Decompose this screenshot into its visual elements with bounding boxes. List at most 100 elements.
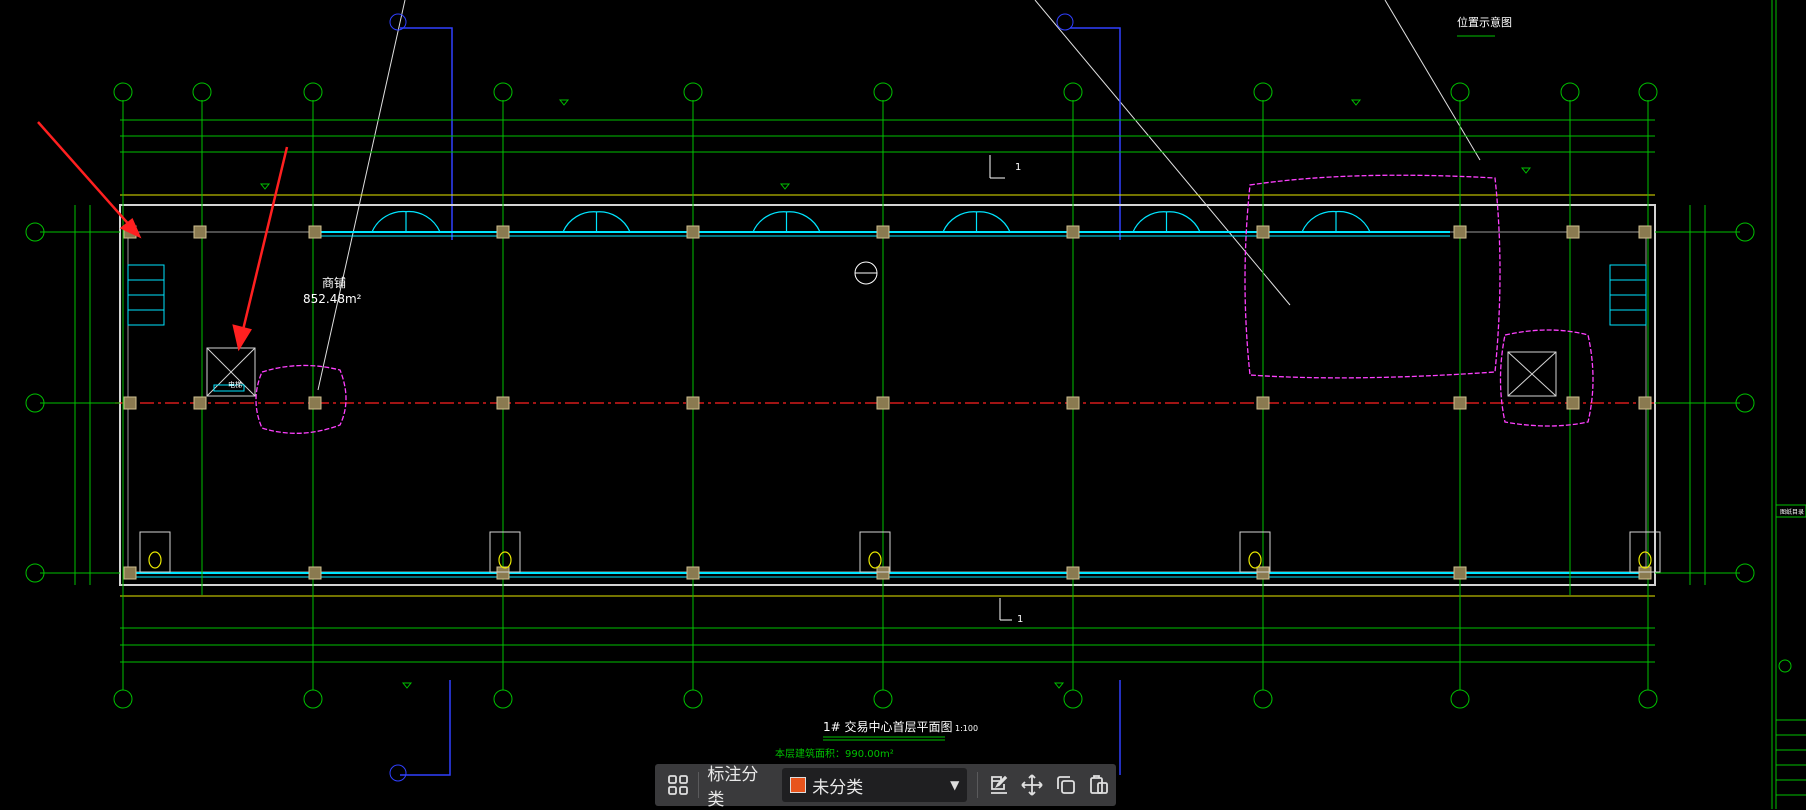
column	[876, 566, 890, 580]
axis-bubble	[113, 689, 133, 709]
axis-bubble	[493, 689, 513, 709]
axis-bubble	[873, 82, 893, 102]
section-symbol	[389, 13, 1074, 782]
door-arc	[942, 211, 977, 233]
column	[193, 396, 207, 410]
door-arc	[596, 211, 631, 233]
column	[1066, 225, 1080, 239]
axis-bubble	[1735, 563, 1755, 583]
column	[686, 396, 700, 410]
paste-icon[interactable]	[1083, 768, 1116, 802]
section-mark: 1 1	[854, 155, 1023, 625]
column	[876, 396, 890, 410]
column	[1256, 396, 1270, 410]
axis-bubbles	[25, 82, 1755, 709]
axis-bubble	[493, 82, 513, 102]
axis-bubble	[1735, 393, 1755, 413]
axis-bubble	[1560, 82, 1580, 102]
column	[1638, 225, 1652, 239]
toilet-stall	[1629, 531, 1661, 573]
door-arc	[976, 211, 1011, 233]
axis-bubble	[1450, 689, 1470, 709]
dimension-lines	[74, 119, 1706, 663]
toilet-bowl	[498, 551, 512, 569]
toilet-stall	[859, 531, 891, 573]
revision-clouds	[255, 174, 1594, 434]
toilet-fixtures	[139, 531, 1661, 573]
door-arc	[1301, 210, 1337, 233]
toilet-stall	[139, 531, 171, 573]
toilet-stall	[1239, 531, 1271, 573]
door-arc	[752, 211, 787, 233]
svg-text:1: 1	[1015, 162, 1021, 173]
level-symbol	[779, 183, 791, 190]
axis-bubble	[25, 393, 45, 413]
copy-icon[interactable]	[1049, 768, 1082, 802]
door-arc	[1166, 211, 1201, 233]
axis-bubble	[113, 82, 133, 102]
column	[1066, 396, 1080, 410]
side-panel-label: 图纸目录	[1780, 508, 1804, 516]
plan-title: 1# 交易中心首层平面图	[823, 719, 953, 734]
title-block-panel: 图纸目录	[1771, 0, 1806, 809]
axis-bubble	[303, 82, 323, 102]
toolbar-divider	[698, 772, 700, 798]
column	[193, 225, 207, 239]
space-name: 商铺	[322, 275, 346, 290]
level-symbol	[401, 682, 413, 689]
door-arc	[562, 211, 597, 233]
column	[1638, 396, 1652, 410]
level-symbol	[259, 183, 271, 190]
category-select-value: 未分类	[812, 777, 864, 797]
level-symbol	[1053, 682, 1065, 689]
toilet-bowl	[1248, 551, 1262, 569]
elevator-left	[206, 347, 256, 397]
structural-columns	[123, 225, 1652, 580]
column	[123, 566, 137, 580]
grid-apps-icon[interactable]	[661, 768, 694, 802]
category-select[interactable]: 未分类 ▼	[782, 768, 968, 802]
annotation-toolbar: 标注分类 未分类 ▼	[655, 764, 1116, 809]
column	[686, 225, 700, 239]
level-symbol	[1350, 99, 1362, 106]
stair-right	[1609, 264, 1647, 326]
axis-bubble	[1063, 82, 1083, 102]
column	[1453, 566, 1467, 580]
plan-scale: 1:100	[955, 724, 978, 733]
door-arc	[786, 211, 821, 233]
column	[1638, 566, 1652, 580]
move-icon[interactable]	[1016, 768, 1049, 802]
axis-bubble	[303, 689, 323, 709]
area-label: 本层建筑面积：990.00m²	[775, 747, 894, 760]
axis-bubble	[1253, 82, 1273, 102]
annotation-arrows	[37, 121, 289, 352]
axis-bubble	[25, 222, 45, 242]
axis-bubble	[1450, 82, 1470, 102]
column	[496, 566, 510, 580]
column	[1256, 566, 1270, 580]
column	[308, 566, 322, 580]
axis-bubble	[683, 689, 703, 709]
toilet-bowl	[148, 551, 162, 569]
column	[1066, 566, 1080, 580]
door-arc	[1335, 210, 1371, 233]
grid-axes	[40, 100, 1740, 690]
door-arc	[405, 210, 441, 233]
axis-bubble	[1063, 689, 1083, 709]
column	[1566, 225, 1580, 239]
column	[1566, 396, 1580, 410]
axis-bubble	[1638, 689, 1658, 709]
door-arcs	[371, 210, 1371, 233]
column	[1453, 225, 1467, 239]
toilet-bowl	[868, 551, 882, 569]
section-cut-lines	[400, 27, 1121, 776]
level-symbol	[558, 99, 570, 106]
axis-bubble	[1735, 222, 1755, 242]
edit-note-icon[interactable]	[982, 768, 1015, 802]
column	[496, 396, 510, 410]
column	[496, 225, 510, 239]
column	[308, 225, 322, 239]
toilet-stall	[489, 531, 521, 573]
location-map-title: 位置示意图	[1457, 15, 1512, 29]
